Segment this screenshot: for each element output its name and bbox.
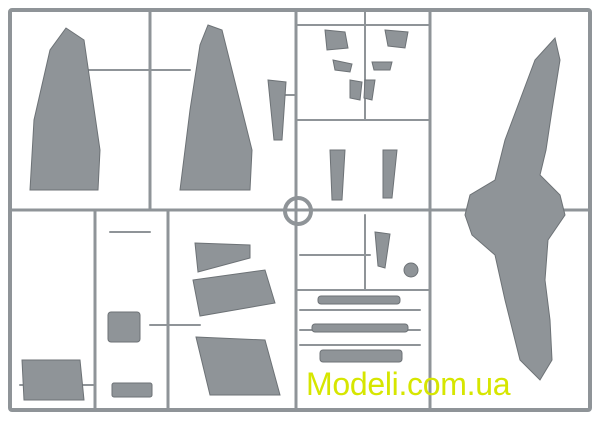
tail-plane-left <box>29 27 101 191</box>
gear-door-a <box>324 29 349 51</box>
gear-strut-left <box>329 149 346 201</box>
mast-part <box>267 79 287 141</box>
rod-part-b <box>311 323 409 333</box>
panel-mid-b <box>192 269 276 317</box>
gear-door-d <box>371 61 393 71</box>
gear-door-c <box>332 59 353 73</box>
rod-part-c <box>319 349 403 363</box>
rod-part-a <box>317 295 401 305</box>
wing-fuselage-half <box>464 36 566 381</box>
strut-part-small <box>374 231 391 269</box>
panel-mid-a <box>194 242 251 273</box>
gear-door-b <box>384 29 409 49</box>
gear-strut-right <box>382 149 398 199</box>
panel-lower-left <box>21 359 85 401</box>
sprue-parts <box>21 24 566 401</box>
gear-door-f <box>363 79 376 101</box>
sprue-gate-ring <box>283 196 313 226</box>
small-bracket-part <box>111 382 153 398</box>
site-watermark: Modeli.com.ua <box>306 366 511 402</box>
wheel-part <box>403 262 419 278</box>
tail-plane-right <box>179 24 253 191</box>
gear-door-e <box>349 79 363 101</box>
small-box-part <box>107 311 141 343</box>
panel-mid-c <box>195 336 281 396</box>
